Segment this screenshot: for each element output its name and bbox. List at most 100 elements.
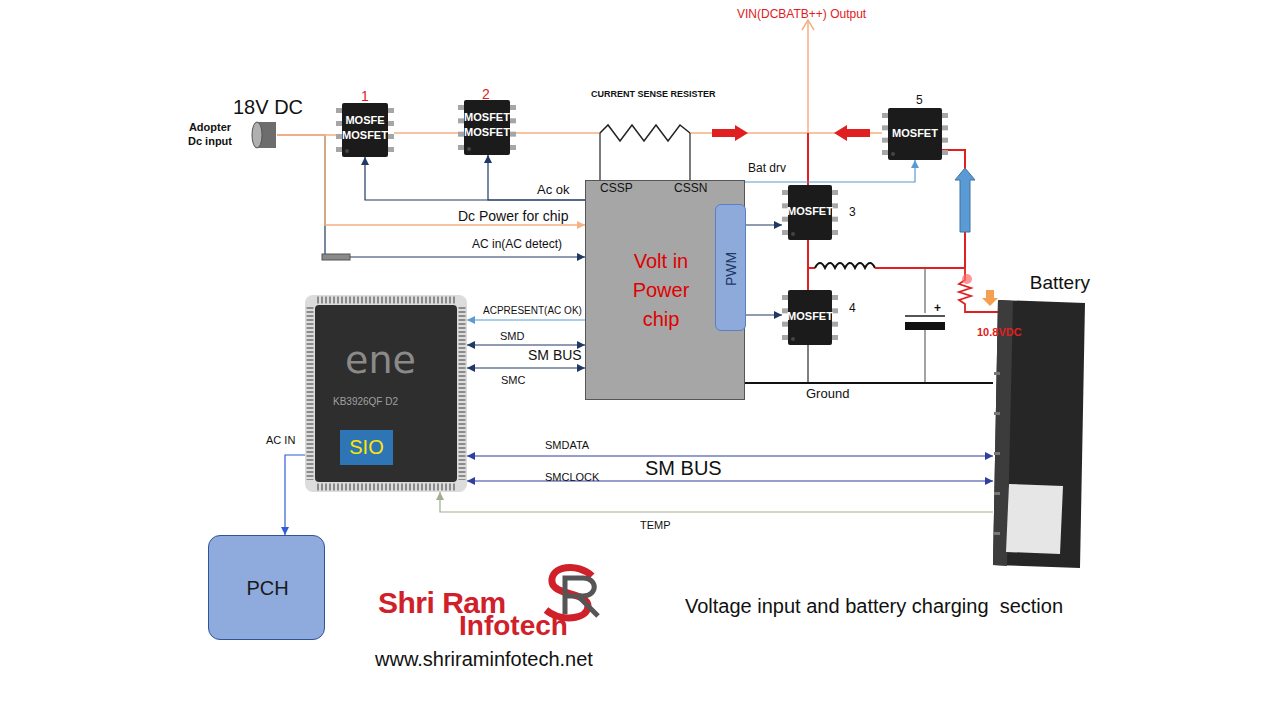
capacitor-lead xyxy=(924,330,925,383)
flow-arrow xyxy=(955,168,975,232)
connector-line xyxy=(745,160,915,182)
connector-line xyxy=(277,135,585,257)
chip-pin xyxy=(387,108,394,113)
power-wire xyxy=(875,267,965,269)
edge-label: ACPRESENT(AC OK) xyxy=(483,305,582,317)
chip-pins xyxy=(459,307,466,480)
node-label: MOSFET xyxy=(882,127,948,140)
power-wire xyxy=(808,267,815,269)
node-label: CSSP xyxy=(600,182,633,196)
chip-pin xyxy=(458,105,465,110)
arrow-head xyxy=(467,452,475,460)
edge-label: SMCLOCK xyxy=(545,471,599,484)
node-label: Battery xyxy=(1030,272,1090,294)
arrow-head xyxy=(577,253,585,261)
connector xyxy=(745,160,919,182)
chip-pin xyxy=(941,150,948,155)
connector xyxy=(467,452,993,460)
connector-line xyxy=(807,240,809,290)
connector xyxy=(746,221,782,229)
mosfet-chip: MOSFET xyxy=(782,185,838,240)
chip-pins xyxy=(307,307,314,480)
node-label: PWM xyxy=(716,205,747,332)
edge-label: AC in(AC detect) xyxy=(472,238,562,252)
edge-label: SMDATA xyxy=(545,439,589,452)
arrow-head xyxy=(467,341,475,349)
node-label: MOSFE xyxy=(336,114,394,127)
chip-pins xyxy=(317,484,455,491)
sense-wire xyxy=(599,133,600,180)
pch-box: PCH xyxy=(208,535,325,640)
node-label: CSSN xyxy=(674,182,707,196)
battery-contact xyxy=(994,452,1000,455)
arrow-head xyxy=(802,20,814,30)
chip-pin xyxy=(458,132,465,137)
arrow-head xyxy=(911,160,919,168)
battery-contact xyxy=(994,412,1000,415)
chip-body xyxy=(315,305,457,482)
connector xyxy=(277,135,585,229)
chip-pin xyxy=(782,322,789,327)
connector-line xyxy=(745,382,993,384)
edge-label: TEMP xyxy=(640,519,671,532)
marker-dot xyxy=(962,274,972,284)
arrow-head xyxy=(361,157,369,165)
pin-one-dot xyxy=(467,147,471,151)
pin-one-dot xyxy=(345,149,349,153)
connector-line xyxy=(277,135,585,225)
node-label: MOSFET xyxy=(782,205,838,218)
connector-line xyxy=(488,155,585,200)
connector-line xyxy=(467,455,993,456)
part-name: CURRENT SENSE RESISTER xyxy=(591,89,716,99)
website-url: www.shriraminfotech.net xyxy=(375,648,593,671)
flow-arrow xyxy=(834,125,870,141)
arrow-head xyxy=(577,221,585,229)
chip-pin xyxy=(941,113,948,118)
node-label: MOSFET xyxy=(458,111,516,124)
bus-name: SM BUS xyxy=(645,457,722,480)
connector xyxy=(467,364,585,372)
connector xyxy=(277,135,336,136)
chip-pin xyxy=(509,132,516,137)
arrow-head xyxy=(484,155,492,163)
node-label: PCH xyxy=(209,536,326,641)
callout-number: 4 xyxy=(849,302,856,316)
sio-block: SIO xyxy=(340,430,393,465)
battery-body xyxy=(993,300,1085,568)
chip-pin xyxy=(336,108,343,113)
edge-label: Dc Power for chip xyxy=(458,208,568,224)
arrow-head xyxy=(467,477,475,485)
arrow-head xyxy=(281,527,289,535)
callout-number: 3 xyxy=(849,206,856,220)
arrow-head xyxy=(577,341,585,349)
callout-number: 2 xyxy=(482,86,490,102)
edge-label: Ac ok xyxy=(537,183,570,198)
chip-pin xyxy=(782,190,789,195)
chip-pin xyxy=(458,145,465,150)
node-label: Adopter Dc input xyxy=(183,120,237,148)
logo-text: Infotech xyxy=(459,610,568,642)
mosfet-chip: MOSFET xyxy=(882,108,948,160)
node-outline xyxy=(993,272,1090,570)
ground-wire xyxy=(807,345,809,383)
chip-pin xyxy=(831,322,838,327)
chip-pin xyxy=(882,125,889,130)
sense-wire xyxy=(689,133,690,180)
battery-sticker xyxy=(1006,484,1063,554)
chip-pin xyxy=(387,121,394,126)
pwm-block: PWM xyxy=(715,204,746,331)
chip-pin xyxy=(831,335,838,340)
connector xyxy=(484,155,585,200)
battery-contact xyxy=(994,532,1000,535)
chip-pin xyxy=(782,335,789,340)
node-label: KB3926QF D2 xyxy=(333,396,398,408)
battery-pack: Battery xyxy=(993,272,1090,570)
chip-pins xyxy=(317,297,455,304)
chip-pin xyxy=(882,138,889,143)
jack-face xyxy=(252,122,262,148)
chip-pin xyxy=(941,138,948,143)
power-wire xyxy=(516,132,600,134)
arrow-head xyxy=(774,221,782,229)
edge-label: Bat drv xyxy=(748,162,786,176)
